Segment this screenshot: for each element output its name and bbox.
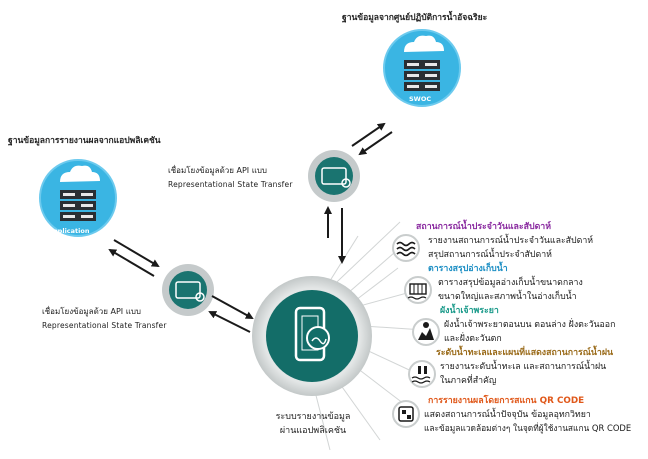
section-line: รายงานสถานการณ์น้ำประจำวันและสัปดาห์ <box>428 236 594 246</box>
api-node-top <box>308 150 360 202</box>
section-line: สรุปสถานการณ์น้ำประจำสัปดาห์ <box>428 250 552 260</box>
section-title-reservoir: ตารางสรุปอ่างเก็บน้ำ <box>428 264 508 274</box>
section-line: ขนาดใหญ่และสภาพน้ำในอ่างเก็บน้ำ <box>438 292 577 302</box>
section-line: รายงานระดับน้ำทะเล และสถานการณ์น้ำฝน <box>440 362 607 372</box>
api-window-icon <box>175 281 201 299</box>
application-badge: Application <box>48 227 90 235</box>
api-window-icon <box>321 167 347 185</box>
center-label-line2: ผ่านแอปพลิเคชัน <box>279 426 347 436</box>
server-rack-icon <box>60 190 96 221</box>
feature-icons <box>392 234 440 428</box>
section-title-chao-phraya: ผังน้ำเจ้าพระยา <box>440 306 499 316</box>
server-rack-icon <box>404 60 440 91</box>
application-database-label: ฐานข้อมูลการรายงานผลจากแอปพลิเคชัน <box>8 136 161 146</box>
api-node-left <box>162 264 214 316</box>
river-map-icon <box>412 318 440 346</box>
connection-arrows <box>108 122 393 333</box>
gear-icon <box>195 292 205 302</box>
section-line: ตารางสรุปข้อมูลอ่างเก็บน้ำขนาดกลาง <box>438 278 583 288</box>
cloud-icon <box>404 35 444 52</box>
section-line: และฝั่งตะวันตก <box>444 334 502 344</box>
application-database-node <box>39 159 117 237</box>
api-left-label-en: Representational State Transfer <box>42 321 167 330</box>
center-label-line1: ระบบรายงานข้อมูล <box>275 412 351 422</box>
api-left-label-th: เชื่อมโยงข้อมูลด้วย API แบบ <box>42 307 142 316</box>
swoc-database-label: ฐานข้อมูลจากศูนย์ปฏิบัติการน้ำอัจฉริยะ <box>342 13 488 23</box>
api-top-label-en: Representational State Transfer <box>168 180 293 189</box>
swoc-database-node <box>383 29 461 107</box>
section-line: ในภาคที่สำคัญ <box>440 376 497 386</box>
cloud-icon <box>60 165 100 182</box>
api-top-label-th: เชื่อมโยงข้อมูลด้วย API แบบ <box>168 166 268 175</box>
qr-code-icon <box>392 400 420 428</box>
swoc-badge: SWOC <box>409 95 432 103</box>
section-title-sea-level: ระดับน้ำทะเลและแผนที่แสดงสถานการณ์น้ำฝน <box>436 348 614 358</box>
central-app-hub <box>252 276 372 396</box>
sea-level-rain-icon <box>408 360 436 388</box>
water-waves-icon <box>392 234 420 262</box>
section-line: ผังน้ำเจ้าพระยาตอนบน ตอนล่าง ฝั่งตะวันออ… <box>444 320 616 330</box>
section-line: และข้อมูลแวดล้อมต่างๆ ในจุดที่ผู้ใช้งานส… <box>424 423 632 433</box>
section-title-qr-code: การรายงานผลโดยการสแกน QR CODE <box>428 396 585 406</box>
section-title-daily-water: สถานการณ์น้ำประจำวันและสัปดาห์ <box>416 222 552 232</box>
section-line: แสดงสถานการณ์น้ำปัจจุบัน ข้อมูลอุทกวิทยา <box>424 410 591 420</box>
gear-icon <box>341 178 351 188</box>
dam-reservoir-icon <box>404 276 432 304</box>
